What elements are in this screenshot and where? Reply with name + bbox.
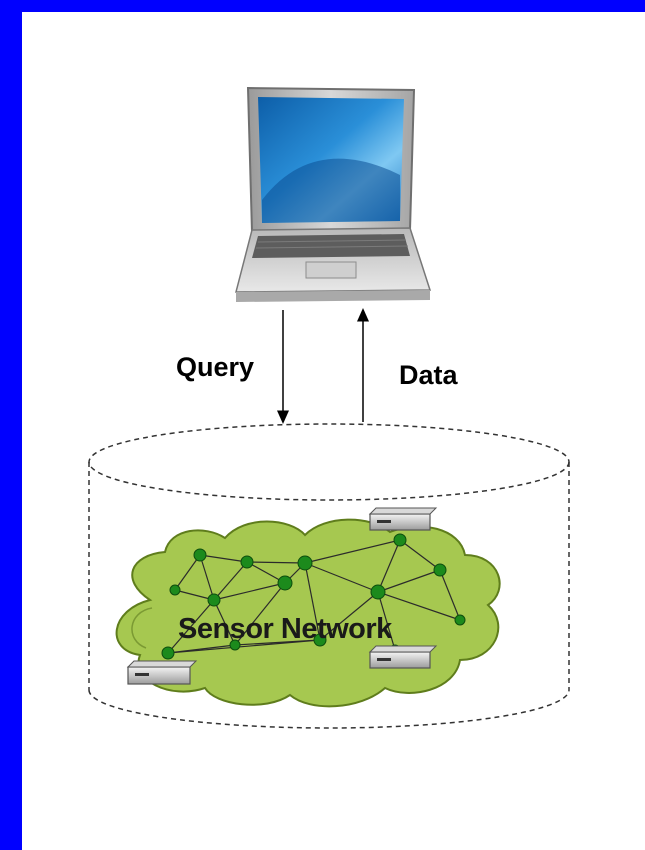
sensor-node <box>229 639 241 651</box>
sensor-node <box>433 563 447 577</box>
laptop-icon <box>235 86 432 302</box>
sensor-node <box>207 593 221 607</box>
sensor-node <box>193 548 207 562</box>
sensor-device-icon <box>368 507 438 531</box>
query-label: Query <box>176 352 255 382</box>
sensor-node <box>313 633 327 647</box>
sensor-device-icon <box>126 660 198 685</box>
sensor-node <box>240 555 254 569</box>
sensor-node <box>277 575 293 591</box>
data-label: Data <box>399 360 458 390</box>
sensor-device-icon <box>368 645 438 669</box>
sensor-node <box>393 533 407 547</box>
sensor-network-label: Sensor Network <box>178 613 392 645</box>
sensor-nodes <box>161 533 466 660</box>
sensor-node <box>454 614 466 626</box>
sensor-node <box>297 555 313 571</box>
sensor-node <box>161 646 175 660</box>
sensor-node <box>370 584 386 600</box>
cylinder-boundary <box>88 423 570 729</box>
sensor-node <box>169 584 181 596</box>
